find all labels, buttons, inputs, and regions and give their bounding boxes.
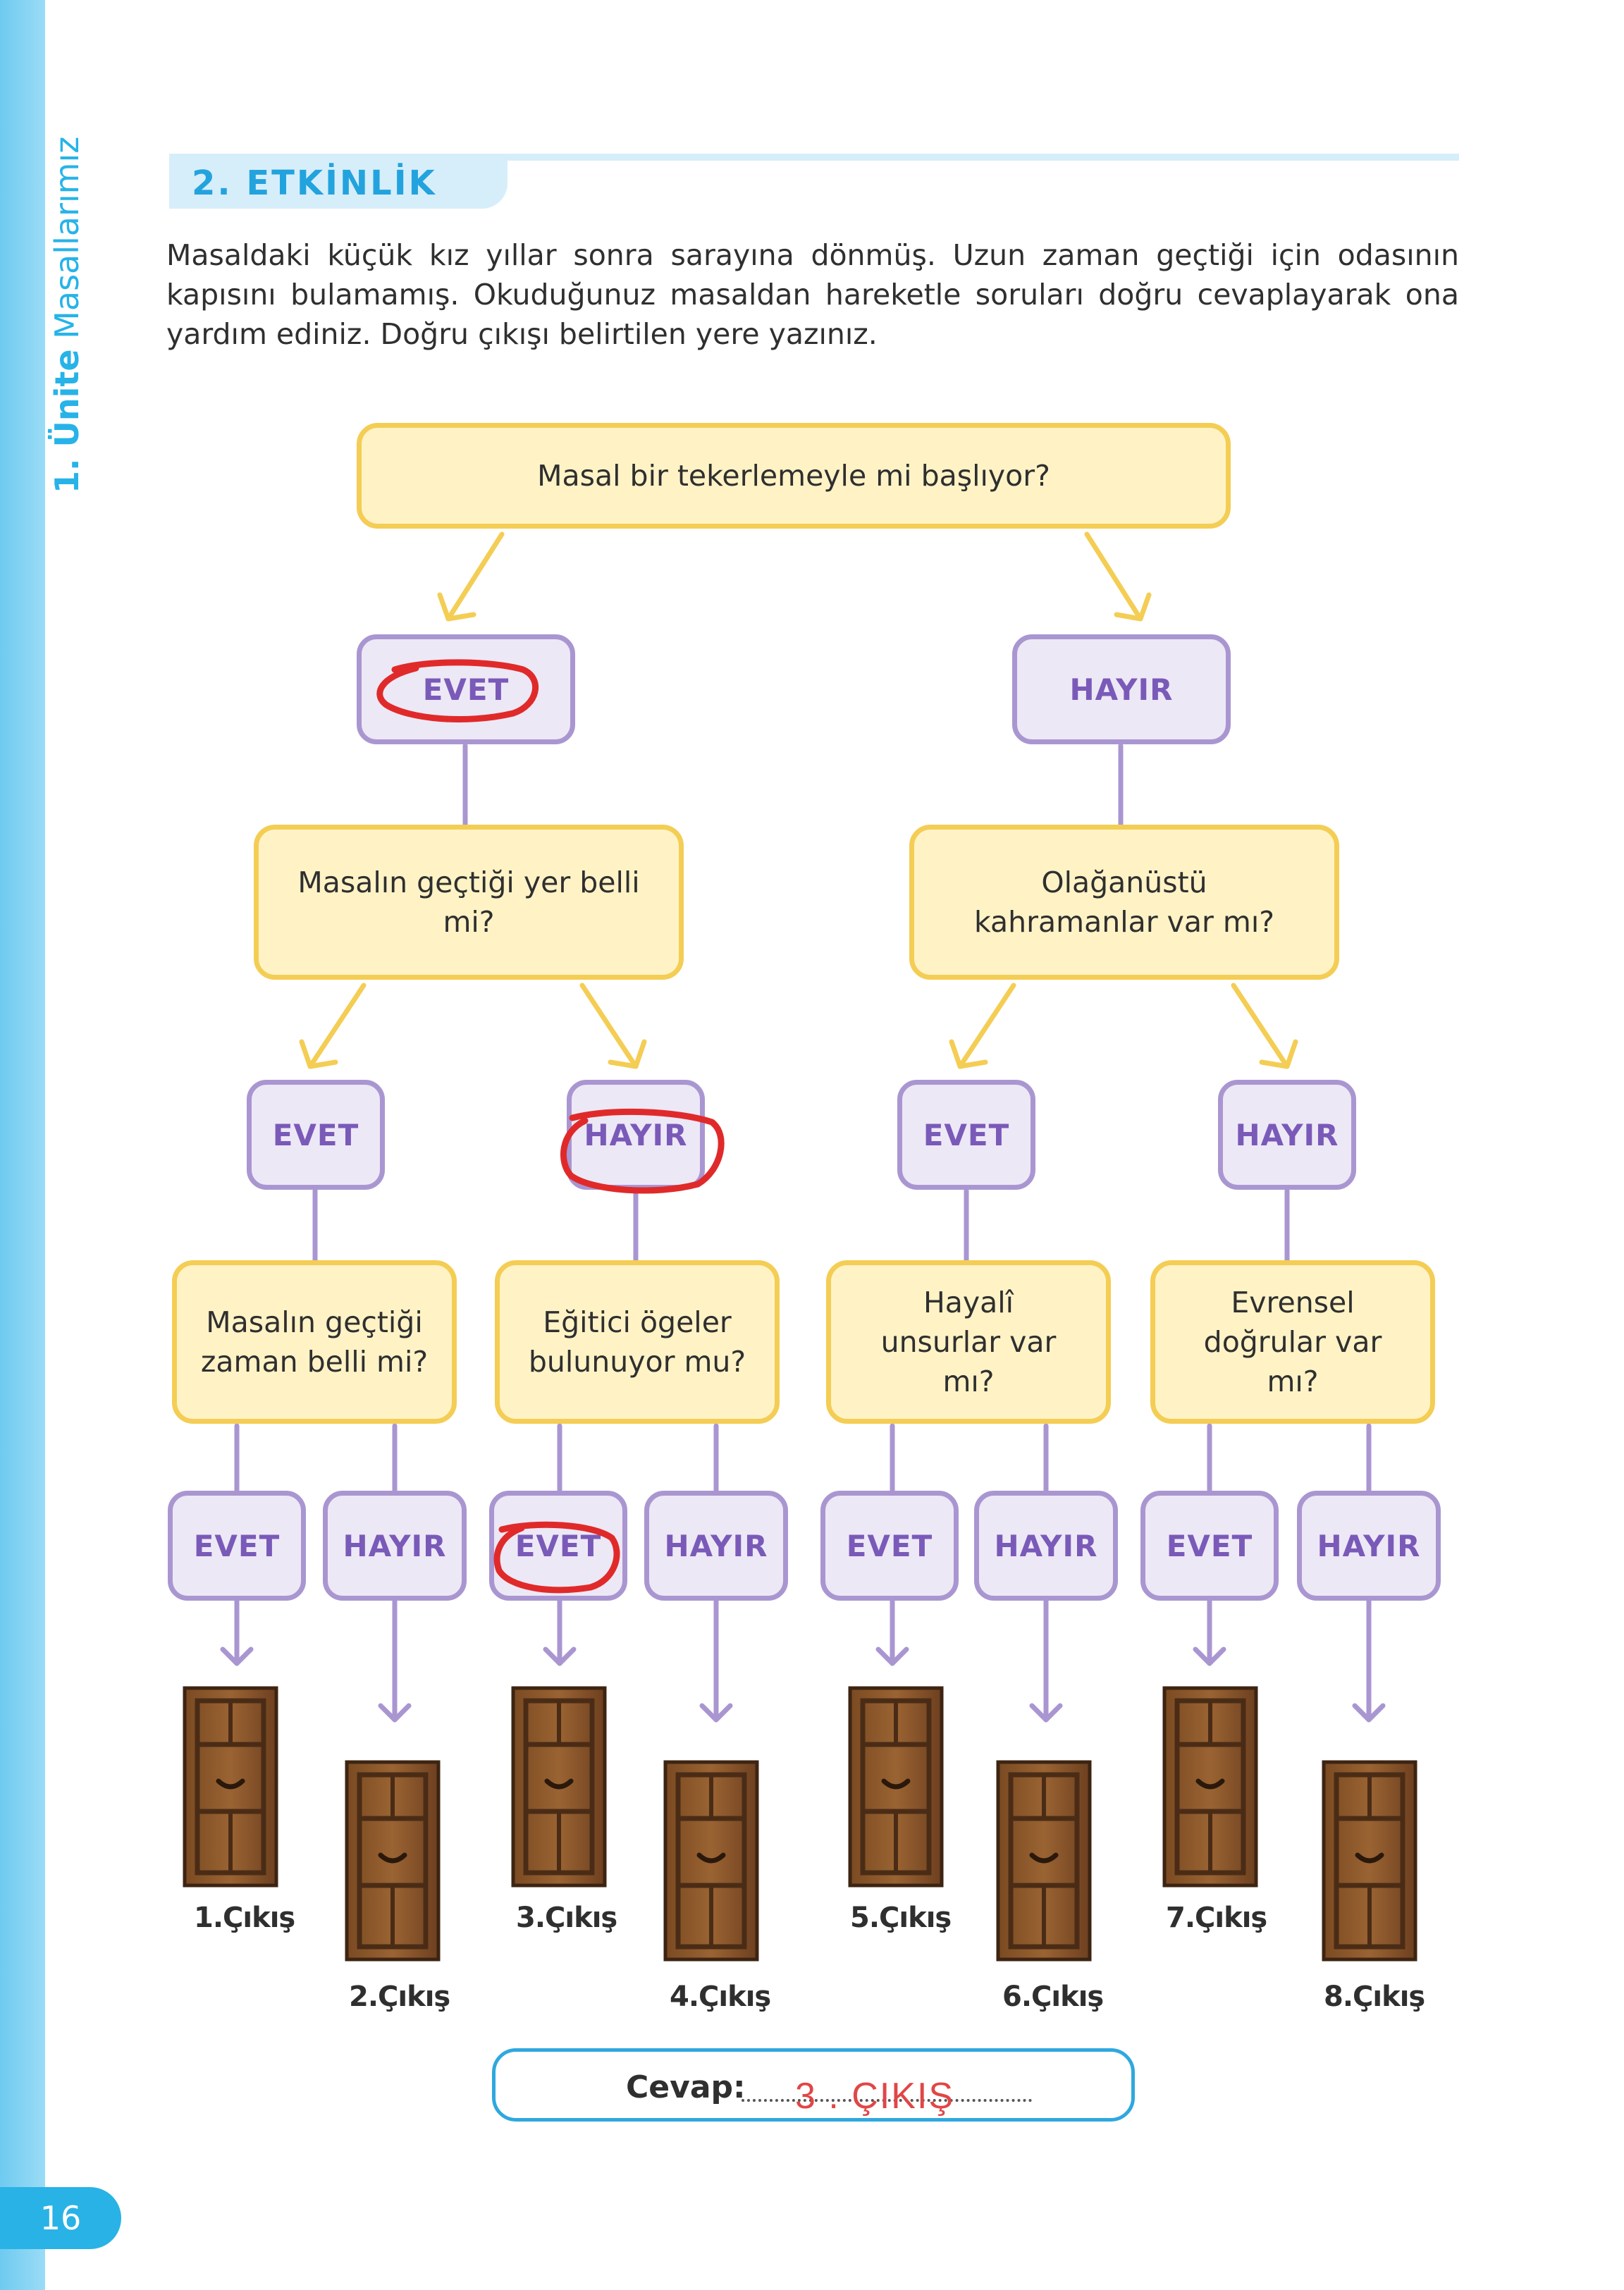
exit-label-1: 1.Çıkış: [194, 1902, 295, 1934]
answer-box-l3-1: EVET: [168, 1491, 306, 1601]
question-l2-right: Olağanüstü kahramanlar var mı?: [909, 825, 1339, 980]
answer-box-l3-5: EVET: [820, 1491, 959, 1601]
answer-box-l2-2: HAYIR: [567, 1080, 705, 1190]
exit-label-4: 4.Çıkış: [670, 1981, 771, 2013]
exit-label-5: 5.Çıkış: [850, 1902, 952, 1934]
answer-box-l3-6: HAYIR: [974, 1491, 1118, 1601]
answer-box-l1-evet: EVET: [357, 634, 575, 744]
exit-label-2: 2.Çıkış: [349, 1981, 450, 2013]
answer-label: Cevap:: [626, 2069, 746, 2105]
activity-title: 2. ETKİNLİK: [192, 164, 437, 203]
activity-tab: [169, 156, 508, 209]
question-root: Masal bir tekerlemeyle mi başlıyor?: [357, 423, 1231, 529]
answer-box-l1-hayir: HAYIR: [1012, 634, 1231, 744]
exit-label-3: 3.Çıkış: [516, 1902, 617, 1934]
exit-label-6: 6.Çıkış: [1002, 1981, 1104, 2013]
side-strip: [0, 0, 45, 2290]
answer-box-l3-2: HAYIR: [323, 1491, 467, 1601]
exit-label-8: 8.Çıkış: [1324, 1981, 1425, 2013]
circle-mark-l2: [560, 1108, 725, 1194]
answer-box-l2-1: EVET: [247, 1080, 385, 1190]
question-l2-left: Masalın geçtiği yer belli mi?: [254, 825, 684, 980]
answer-box-l3-4: HAYIR: [644, 1491, 788, 1601]
question-l3-1: Masalın geçtiği zaman belli mi?: [172, 1260, 457, 1424]
question-l3-2: Eğitici ögeler bulunuyor mu?: [495, 1260, 780, 1424]
exit-label-7: 7.Çıkış: [1166, 1902, 1267, 1934]
page-number: 16: [0, 2187, 121, 2249]
question-l3-4: Evrensel doğrular var mı?: [1150, 1260, 1435, 1424]
header-rule: [169, 154, 1459, 161]
answer-handwritten[interactable]: 3 . ÇIKIŞ: [795, 2076, 955, 2117]
circle-mark-l3: [493, 1521, 620, 1594]
activity-instructions: Masaldaki küçük kız yıllar sonra sarayın…: [166, 238, 1459, 351]
circle-mark-l1: [376, 659, 539, 723]
answer-box[interactable]: [492, 2048, 1135, 2122]
answer-box-l2-3: EVET: [897, 1080, 1035, 1190]
answer-dotted-line: [742, 2099, 1032, 2102]
answer-box-l3-7: EVET: [1140, 1491, 1279, 1601]
question-l3-3: Hayalî unsurlar var mı?: [826, 1260, 1111, 1424]
answer-box-l3-8: HAYIR: [1297, 1491, 1441, 1601]
answer-box-l3-3: EVET: [489, 1491, 627, 1601]
answer-box-l2-4: HAYIR: [1218, 1080, 1356, 1190]
